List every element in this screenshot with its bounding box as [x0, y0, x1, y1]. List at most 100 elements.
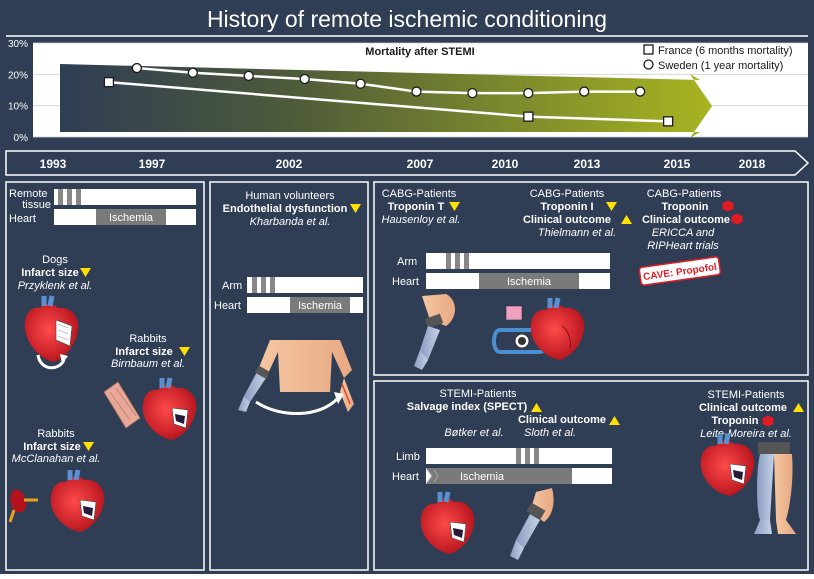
data-point	[355, 78, 366, 89]
panel-border	[373, 380, 809, 571]
study-finding: Clinical outcome	[518, 414, 606, 426]
arm-icon	[414, 294, 455, 370]
heart-label: Heart	[9, 213, 36, 225]
timeline-year: 2013	[574, 157, 601, 171]
data-point	[411, 86, 422, 97]
decrease-triangle-icon	[350, 204, 361, 213]
decrease-triangle-icon	[449, 202, 460, 211]
arm-icon	[340, 378, 354, 412]
legend-label-france: France (6 months mortality)	[658, 45, 792, 57]
panel-border	[373, 181, 809, 376]
study-title: CABG-Patients	[530, 188, 605, 200]
study-finding: Troponin T	[388, 201, 445, 213]
legend-marker-france	[643, 44, 654, 55]
increase-triangle-icon	[531, 403, 542, 412]
study-finding: Salvage index (SPECT)	[407, 401, 528, 413]
no-effect-dot-icon	[731, 213, 743, 225]
study-author: Birnbaum et al.	[111, 358, 185, 370]
study-finding: Troponin	[711, 415, 758, 427]
y-tick-label: 30%	[8, 39, 28, 50]
study-finding: Infarct size	[21, 267, 78, 279]
legend-marker-sweden	[643, 59, 654, 70]
panel-border	[5, 181, 205, 571]
timeline-year: 2015	[664, 157, 691, 171]
study-title: CABG-Patients	[647, 188, 722, 200]
y-tick-label: 0%	[14, 133, 29, 144]
study-title: STEMI-Patients	[439, 388, 517, 400]
panel-animal-studies: Remote tissue Heart Ischemia Dogs Infarc…	[5, 181, 205, 571]
study-author: McClanahan et al.	[12, 453, 101, 465]
arrow-icon	[255, 396, 340, 415]
data-point	[243, 70, 254, 82]
study-author: RIPHeart trials	[647, 240, 719, 252]
remote-tissue-label: tissue	[22, 199, 51, 211]
heart-icon	[24, 295, 79, 362]
study-title: Rabbits	[129, 333, 167, 345]
arm-label: Arm	[222, 280, 242, 292]
data-point	[635, 86, 646, 97]
arm-protocol-bar	[426, 253, 610, 269]
panel-cabg-patients: CABG-Patients Troponin T Hausenloy et al…	[373, 181, 809, 376]
study-finding: Infarct size	[115, 346, 172, 358]
figure-title: History of remote ischemic conditioning	[207, 6, 607, 32]
ischemia-label: Ischemia	[109, 212, 154, 224]
study-finding: Clinical outcome	[523, 214, 611, 226]
timeline-year: 2002	[276, 157, 303, 171]
ischemia-label: Ischemia	[460, 471, 505, 483]
data-point	[523, 111, 534, 122]
timeline-year: 2007	[407, 157, 434, 171]
panel-stemi-patients: STEMI-Patients Salvage index (SPECT) Cli…	[373, 380, 809, 571]
study-finding: Troponin I	[540, 201, 593, 213]
legend-label-sweden: Sweden (1 year mortality)	[658, 60, 783, 72]
trend-arrow	[60, 64, 712, 138]
ischemia-label: Ischemia	[298, 300, 343, 312]
timeline: 1993 1997 2002 2007 2010 2013 2015 2018	[5, 150, 810, 176]
panel-human-volunteers: Human volunteers Endothelial dysfunction…	[209, 181, 369, 571]
series-line-sweden	[136, 66, 641, 95]
heart-icon	[142, 377, 197, 440]
muscle-icon	[103, 381, 141, 429]
study-author: Przyklenk et al.	[18, 280, 93, 292]
study-title: Human volunteers	[245, 190, 335, 202]
chart-title: Mortality after STEMI	[365, 46, 474, 58]
limb-protocol-bar	[426, 448, 612, 464]
increase-triangle-icon	[793, 403, 804, 412]
heart-label: Heart	[392, 276, 419, 288]
kidney-icon	[8, 489, 38, 523]
arrowhead-icon	[60, 354, 68, 364]
ongoing-ischemia-chevrons	[427, 469, 439, 483]
caveat-badge: CAVE: Propofol	[638, 256, 722, 286]
data-point	[662, 116, 674, 127]
chart-legend: France (6 months mortality) Sweden (1 ye…	[643, 44, 792, 72]
study-author: Sloth et al.	[524, 427, 576, 439]
arm-label: Arm	[397, 256, 417, 268]
decrease-triangle-icon	[606, 202, 617, 211]
decrease-triangle-icon	[80, 268, 91, 277]
heart-icon	[50, 469, 105, 532]
study-author: Bøtker et al.	[444, 427, 503, 439]
increase-triangle-icon	[621, 215, 632, 224]
data-point	[131, 62, 143, 74]
data-point	[187, 67, 198, 78]
heart-icon	[530, 297, 585, 360]
no-effect-dot-icon	[722, 200, 734, 212]
ischemia-label: Ischemia	[507, 276, 552, 288]
remote-tissue-protocol-bar	[54, 189, 196, 205]
study-finding: Clinical outcome	[699, 402, 787, 414]
study-finding: Clinical outcome	[642, 214, 730, 226]
timeline-arrow	[5, 150, 810, 176]
ischemia-bar	[290, 297, 350, 313]
timeline-year: 1993	[40, 157, 67, 171]
y-tick-label: 10%	[8, 102, 28, 113]
arm-protocol-bar	[247, 277, 363, 293]
arrowhead-icon	[334, 392, 344, 404]
study-finding: Endothelial dysfunction	[223, 203, 348, 215]
panel-border	[209, 181, 369, 571]
timeline-year: 1997	[139, 157, 166, 171]
study-author: ERICCA and	[652, 227, 715, 239]
no-effect-dot-icon	[762, 415, 774, 427]
data-point	[579, 86, 590, 97]
chart-y-ticks: 0%10%20%30%	[8, 39, 28, 144]
study-finding: Troponin	[661, 201, 708, 213]
